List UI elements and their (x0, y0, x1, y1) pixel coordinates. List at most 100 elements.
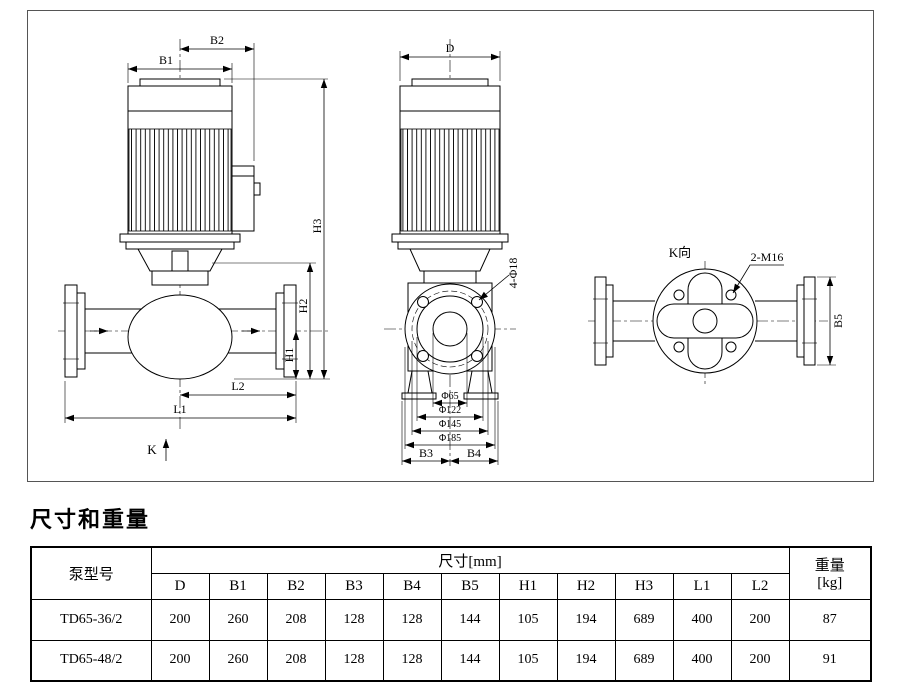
leader-bolt-holes: 4-Φ18 (478, 258, 520, 301)
leader-tapped-holes: 2-M16 (732, 250, 784, 294)
dim-b1: B1 (127, 53, 233, 83)
cell-value: 194 (556, 598, 616, 641)
motor-fins (128, 128, 232, 232)
dim-header: H2 (556, 572, 616, 600)
dim-phi65: Φ65 (432, 333, 468, 407)
tapped-hole (673, 341, 685, 353)
cable-gland (253, 182, 261, 196)
dim-label-b2: B2 (210, 33, 224, 47)
header-weight: 重量 [kg] (788, 546, 872, 600)
dim-b2: B2 (180, 33, 255, 161)
dim-l2: L2 (180, 379, 297, 423)
lantern-bracket (409, 248, 491, 272)
cell-value: 200 (150, 598, 210, 641)
header-weight-unit: [kg] (817, 575, 843, 592)
bolt-hole (417, 350, 429, 362)
dim-phi145: Φ145 (411, 341, 489, 435)
support-leg (407, 370, 433, 394)
motor-assembly (119, 78, 261, 250)
motor-flange (391, 233, 509, 243)
view-label-k: K向 (669, 245, 691, 260)
dim-phi185: Φ185 (404, 347, 496, 449)
dim-label-2m16: 2-M16 (751, 250, 784, 264)
cell-value: 194 (556, 639, 616, 682)
header-weight-text: 重量 (814, 558, 845, 575)
view-label-k-arrow: K (147, 442, 157, 457)
dim-header: B5 (440, 572, 500, 600)
dim-b3-b4: B3 B4 (401, 401, 499, 465)
cell-value: 260 (208, 639, 268, 682)
dim-label-phi122: Φ122 (439, 405, 461, 416)
cell-model: TD65-48/2 (30, 639, 152, 682)
header-model: 泵型号 (30, 546, 152, 600)
header-dimensions: 尺寸[mm] (150, 546, 790, 574)
dim-phi122: Φ122 (416, 337, 484, 421)
cell-value: 128 (382, 639, 442, 682)
dim-label-b4: B4 (467, 446, 481, 460)
table-row: TD65-36/2 200 260 208 128 128 144 105 19… (30, 598, 872, 641)
cell-value: 128 (382, 598, 442, 641)
dim-label-b5: B5 (831, 314, 845, 328)
dim-header: H3 (614, 572, 674, 600)
dim-header: B2 (266, 572, 326, 600)
cell-value: 400 (672, 598, 732, 641)
dim-h1: H1 (282, 331, 300, 379)
tapped-hole (673, 289, 685, 301)
dim-header: L1 (672, 572, 732, 600)
dim-label-h3: H3 (310, 219, 324, 234)
motor-cap (411, 78, 489, 87)
tapped-hole (725, 289, 737, 301)
front-view: B2 B1 H3 H2 (58, 33, 330, 461)
dim-header: B1 (208, 572, 268, 600)
k-view: K向 2-M16 B5 (588, 245, 845, 385)
suction-flange (64, 284, 78, 378)
cell-value: 260 (208, 598, 268, 641)
pump-drawing: B2 B1 H3 H2 (58, 33, 845, 466)
motor-assembly (391, 78, 509, 250)
terminal-box (231, 165, 255, 232)
cell-weight: 91 (788, 639, 872, 682)
bolt-hole (417, 296, 429, 308)
dim-h3: H3 (224, 78, 330, 380)
dim-label-bolt-holes: 4-Φ18 (506, 258, 520, 289)
dim-d: D (399, 41, 501, 81)
dim-header: B4 (382, 572, 442, 600)
dim-header: D (150, 572, 210, 600)
side-view: 4-Φ18 D Φ65 Φ122 (384, 39, 520, 466)
pump-casing-group (401, 248, 499, 400)
dim-label-l2: L2 (231, 379, 244, 393)
cell-value: 105 (498, 639, 558, 682)
spec-table: 泵型号 尺寸[mm] 重量 [kg] D B1 B2 B3 B4 B5 H1 H… (30, 546, 873, 682)
cell-value: 105 (498, 598, 558, 641)
dim-label-d: D (446, 41, 455, 55)
dim-label-h1: H1 (282, 348, 296, 363)
coupling (171, 250, 189, 272)
foot-pad (463, 392, 499, 400)
dim-b5: B5 (817, 276, 845, 366)
view-arrow-k: K (147, 439, 170, 461)
drawing-area: B2 B1 H3 H2 (27, 10, 874, 482)
pipe-and-flanges (593, 276, 817, 366)
volute-casing (127, 294, 233, 380)
cell-value: 400 (672, 639, 732, 682)
dim-header: B3 (324, 572, 384, 600)
dim-l1: L1 (64, 381, 296, 423)
cell-value: 208 (266, 639, 326, 682)
port-bore (432, 311, 468, 347)
cell-model: TD65-36/2 (30, 598, 152, 641)
cell-value: 200 (730, 598, 790, 641)
support-leg (467, 370, 493, 394)
dim-label-phi145: Φ145 (439, 419, 461, 430)
cell-value: 128 (324, 639, 384, 682)
pipe-flange (594, 276, 607, 366)
seal-housing (151, 270, 209, 286)
dim-label-b3: B3 (419, 446, 433, 460)
dim-header: L2 (730, 572, 790, 600)
pump-assembly (63, 248, 298, 380)
dim-label-phi185: Φ185 (439, 433, 461, 444)
dim-label-h2: H2 (296, 299, 310, 314)
cell-value: 200 (730, 639, 790, 682)
motor-fins (400, 128, 500, 232)
cell-value: 689 (614, 598, 674, 641)
cell-value: 144 (440, 598, 500, 641)
